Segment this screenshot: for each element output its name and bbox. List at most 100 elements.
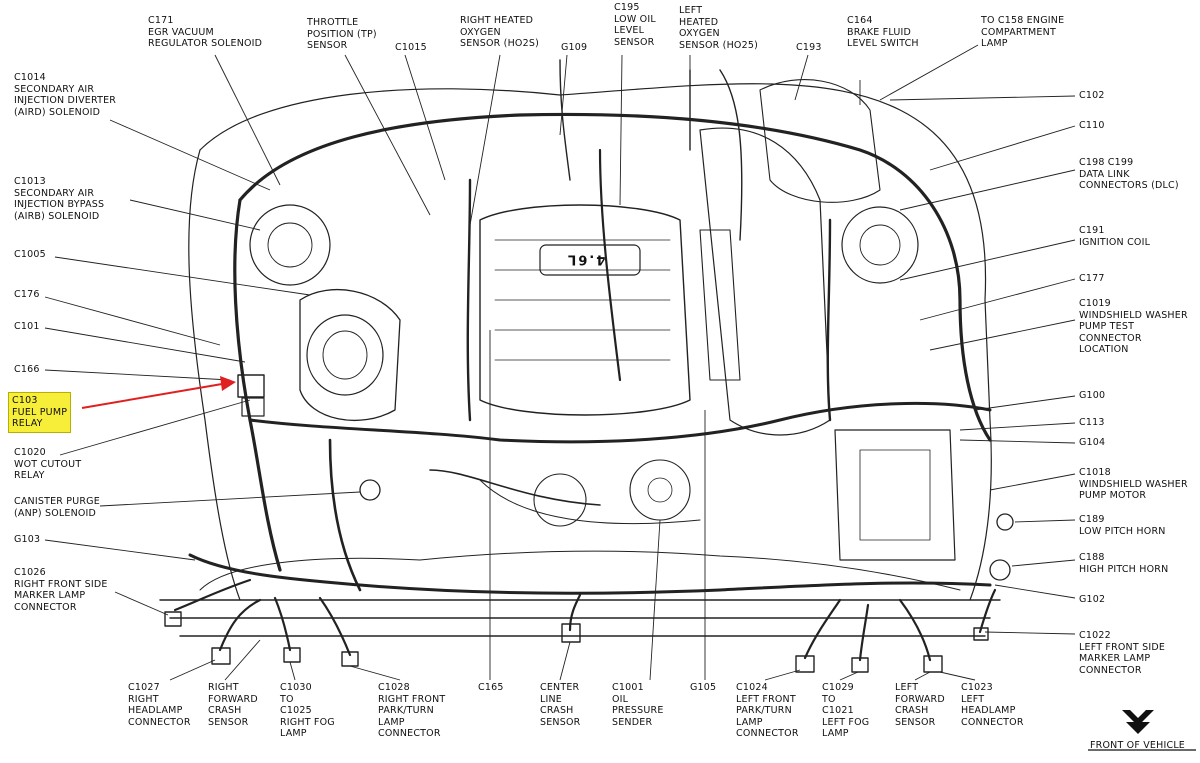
label-c166: C166 (14, 364, 40, 376)
label-line: (AIRD) SOLENOID (14, 106, 101, 118)
label-line: (ANP) SOLENOID (14, 507, 97, 519)
label-line: C1027 (128, 682, 160, 693)
label-line: C1028 (378, 682, 410, 693)
label-line: MARKER LAMP (1079, 653, 1151, 664)
label-line: FORWARD (208, 693, 258, 705)
label-canister: CANISTER PURGE(ANP) SOLENOID (14, 496, 100, 519)
label-line: IGNITION COIL (1079, 236, 1151, 248)
label-line: FORWARD (895, 693, 945, 705)
label-line: C1018 (1079, 467, 1111, 478)
label-line: RIGHT (208, 682, 239, 693)
label-line: RELAY (12, 418, 43, 429)
label-c177: C177 (1079, 273, 1105, 285)
label-line: TO C158 ENGINE (981, 15, 1065, 26)
leader-lines (44, 44, 1076, 681)
label-line: LEFT (895, 682, 919, 693)
label-c176: C176 (14, 289, 40, 301)
label-line: C166 (14, 364, 40, 375)
label-line: PRESSURE (612, 705, 664, 716)
label-line: HIGH PITCH HORN (1079, 563, 1169, 575)
label-line: LEVEL (614, 25, 645, 36)
label-line: REGULATOR SOLENOID (148, 38, 263, 49)
label-line: WINDSHIELD WASHER (1079, 309, 1188, 321)
label-line: TO (280, 693, 294, 705)
label-line: G105 (690, 682, 717, 693)
label-line: C1023 (961, 682, 993, 693)
label-line: SECONDARY AIR (14, 187, 95, 199)
label-line: C1029 (822, 682, 854, 693)
label-line: EGR VACUUM (148, 26, 214, 38)
label-line: LEFT FRONT (736, 693, 796, 705)
label-line: CONNECTOR (378, 728, 441, 739)
label-line: CRASH (208, 705, 242, 716)
label-line: C198 C199 (1079, 157, 1134, 168)
label-g103: G103 (14, 534, 40, 546)
label-line: WOT CUTOUT (14, 458, 82, 470)
label-line: G102 (1079, 594, 1106, 605)
label-line: OXYGEN (679, 28, 720, 39)
label-line: LEVEL SWITCH (847, 38, 919, 49)
label-line: CONNECTOR (961, 716, 1024, 728)
label-line: PARK/TURN (736, 705, 792, 716)
label-line: SENSOR (HO2S) (460, 38, 539, 49)
label-line: OXYGEN (460, 26, 501, 38)
label-line: CONNECTOR (736, 728, 799, 739)
label-line: C102 (1079, 90, 1105, 101)
label-front: FRONT OF VEHICLE (1090, 740, 1185, 752)
label-line: CONNECTOR (128, 716, 191, 728)
label-line: LOW OIL (614, 13, 656, 25)
label-c113: C113 (1079, 417, 1105, 429)
label-line: SENSOR (895, 716, 936, 728)
label-line: CRASH (540, 705, 574, 716)
label-line: C164 (847, 15, 873, 26)
label-line: HEATED (679, 16, 719, 28)
label-g105: G105 (690, 682, 716, 694)
label-line: SENSOR (307, 40, 348, 51)
front-of-vehicle-icon (1088, 710, 1196, 751)
label-line: C1014 (14, 72, 46, 83)
label-c1015: C1015 (395, 42, 427, 54)
label-line: G103 (14, 534, 41, 545)
label-line: FUEL PUMP (12, 406, 68, 418)
label-line: SENSOR (208, 716, 249, 728)
label-line: INJECTION BYPASS (14, 199, 105, 210)
label-line: CONNECTORS (DLC) (1079, 180, 1179, 191)
label-line: SECONDARY AIR (14, 83, 95, 95)
label-line: SENSOR (HO25) (679, 39, 758, 51)
label-line: C103 (12, 395, 38, 406)
label-c1005: C1005 (14, 249, 46, 261)
label-line: LAMP (822, 728, 849, 739)
label-g104: G104 (1079, 437, 1105, 449)
label-line: POSITION (TP) (307, 28, 377, 40)
label-line: SENSOR (540, 716, 581, 728)
label-c110: C110 (1079, 120, 1105, 132)
label-c102: C102 (1079, 90, 1105, 102)
label-line: C1022 (1079, 630, 1111, 641)
label-line: C1030 (280, 682, 312, 693)
label-line: SENSOR (614, 36, 655, 48)
label-line: RIGHT (128, 693, 159, 705)
label-line: C1005 (14, 249, 46, 260)
label-line: LOW PITCH HORN (1079, 525, 1166, 537)
label-line: CANISTER PURGE (14, 496, 100, 507)
label-line: C191 (1079, 225, 1105, 236)
